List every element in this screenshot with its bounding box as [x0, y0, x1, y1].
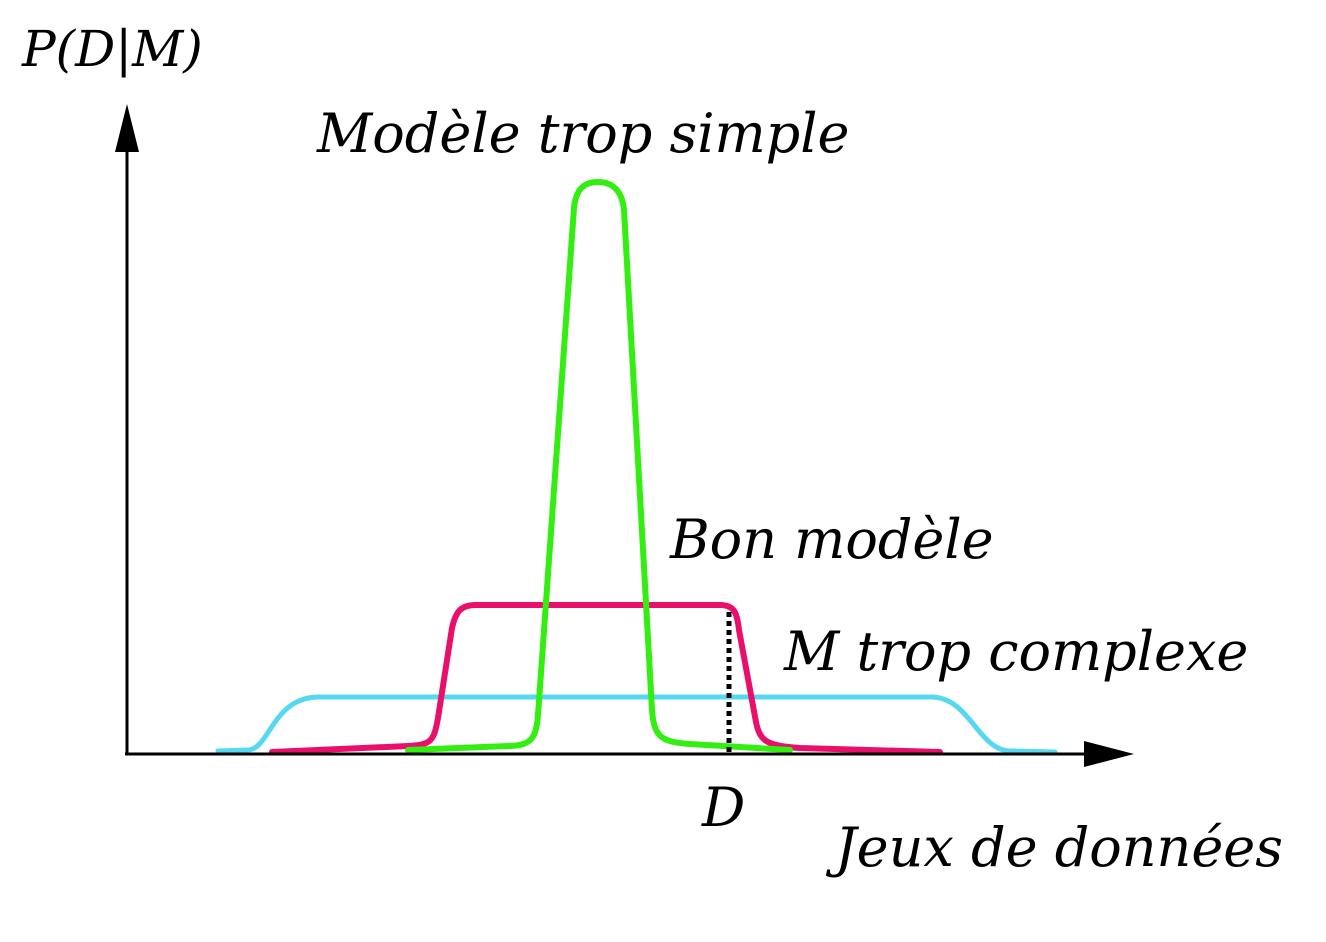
- complex-model-curve: [215, 694, 1058, 755]
- observed-data-label: D: [701, 776, 745, 839]
- x-axis-label: Jeux de données: [825, 816, 1283, 879]
- good-model-curve: [269, 602, 943, 755]
- x-axis-arrowhead: [1084, 741, 1134, 767]
- y-axis-arrowhead: [115, 104, 139, 152]
- y-axis-label: P(D|M): [21, 20, 203, 78]
- complex-model-label: M trop complexe: [783, 620, 1248, 683]
- simple-model-curve: [405, 179, 793, 753]
- good-model-label: Bon modèle: [669, 508, 994, 571]
- simple-model-label: Modèle trop simple: [316, 102, 849, 165]
